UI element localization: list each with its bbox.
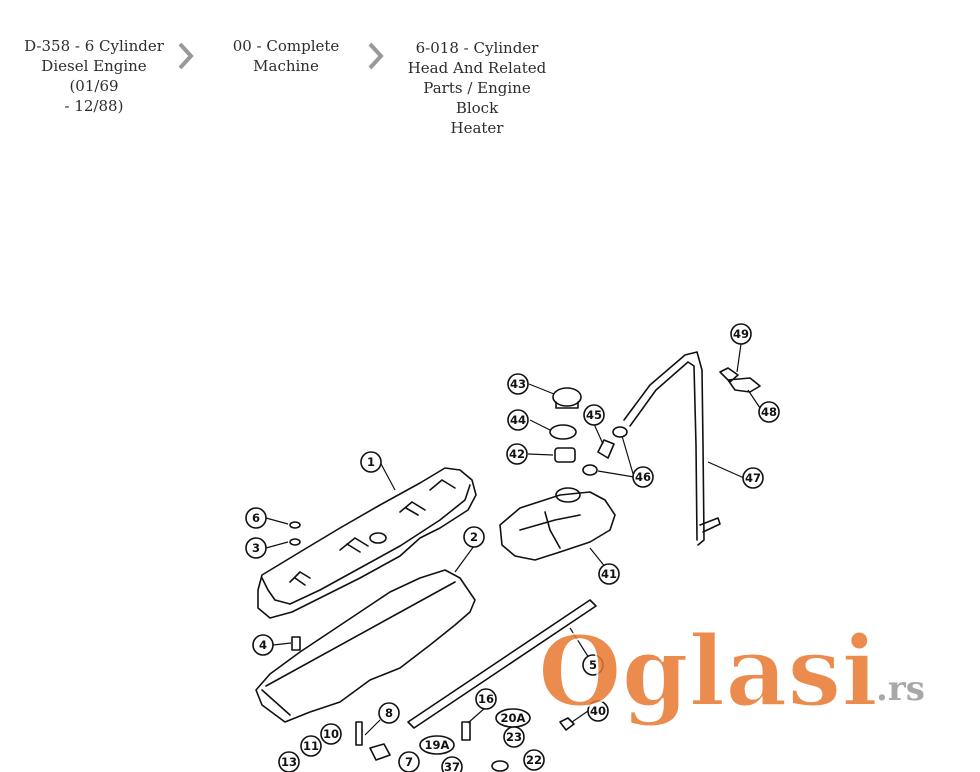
svg-text:37: 37: [444, 760, 460, 772]
callout-37[interactable]: 37: [441, 756, 463, 772]
breadcrumb-item-engine[interactable]: D-358 - 6 Cylinder Diesel Engine (01/69 …: [24, 37, 164, 115]
svg-text:8: 8: [385, 706, 393, 720]
svg-text:10: 10: [323, 727, 339, 741]
cap-base-part: [555, 401, 579, 409]
tube-bracket-part: [699, 517, 721, 533]
callout-22[interactable]: 22: [523, 749, 545, 771]
callout-2[interactable]: 2: [463, 526, 485, 548]
callout-10[interactable]: 10: [320, 723, 342, 745]
callout-47[interactable]: 47: [742, 467, 764, 489]
svg-text:42: 42: [509, 447, 525, 461]
leader-lines: [265, 343, 761, 736]
callout-20a[interactable]: 20A: [495, 708, 531, 728]
breather-housing-part: [499, 491, 616, 561]
svg-text:46: 46: [635, 470, 651, 484]
callout-6[interactable]: 6: [245, 507, 267, 529]
callout-49[interactable]: 49: [730, 323, 752, 345]
svg-text:45: 45: [586, 408, 602, 422]
svg-text:41: 41: [601, 567, 617, 581]
chevron-right-icon: [178, 42, 194, 70]
breadcrumb-item-cylinder-head[interactable]: 6-018 - Cylinder Head And Related Parts …: [407, 39, 547, 137]
callout-1[interactable]: 1: [360, 451, 382, 473]
breather-neck-part: [555, 487, 581, 503]
svg-text:40: 40: [590, 704, 606, 718]
bolt-part: [291, 636, 301, 651]
svg-text:22: 22: [526, 753, 542, 767]
svg-text:44: 44: [510, 413, 526, 427]
svg-text:23: 23: [506, 730, 522, 744]
svg-text:4: 4: [259, 638, 267, 652]
washer-part: [289, 538, 301, 546]
svg-text:6: 6: [252, 511, 260, 525]
svg-text:7: 7: [405, 755, 413, 769]
svg-text:43: 43: [510, 377, 526, 391]
svg-text:20A: 20A: [501, 711, 526, 725]
svg-text:13: 13: [281, 755, 297, 769]
svg-text:16: 16: [478, 692, 494, 706]
svg-text:48: 48: [761, 405, 777, 419]
svg-text:5: 5: [589, 658, 597, 672]
valve-cover-part: [257, 467, 477, 619]
callout-42[interactable]: 42: [506, 443, 528, 465]
callout-41[interactable]: 41: [598, 563, 620, 585]
gasket-part: [255, 569, 476, 723]
callout-13[interactable]: 13: [278, 751, 300, 772]
chevron-right-icon: [368, 42, 384, 70]
callout-40[interactable]: 40: [587, 700, 609, 722]
callout-44[interactable]: 44: [507, 409, 529, 431]
clamp-part: [582, 464, 598, 476]
callout-46[interactable]: 46: [632, 466, 654, 488]
svg-text:49: 49: [733, 327, 749, 341]
washer-part: [289, 521, 301, 529]
svg-text:2: 2: [470, 530, 478, 544]
callout-3[interactable]: 3: [245, 537, 267, 559]
clamp-part: [612, 426, 628, 438]
callout-16[interactable]: 16: [475, 688, 497, 710]
breadcrumb-item-machine[interactable]: 00 - Complete Machine: [232, 37, 340, 75]
breather-tube-part: [623, 351, 705, 546]
svg-text:47: 47: [745, 471, 761, 485]
callout-19a[interactable]: 19A: [419, 735, 455, 755]
breadcrumb: D-358 - 6 Cylinder Diesel Engine (01/69 …: [18, 36, 578, 137]
callout-5[interactable]: 5: [582, 654, 604, 676]
callout-11[interactable]: 11: [300, 735, 322, 757]
svg-text:1: 1: [367, 455, 375, 469]
callout-43[interactable]: 43: [507, 373, 529, 395]
filter-part: [554, 447, 576, 463]
cap-part: [491, 760, 509, 772]
nut-part: [559, 717, 575, 731]
bolt-part: [355, 721, 363, 746]
cap-part: [552, 387, 582, 407]
svg-text:11: 11: [303, 739, 319, 753]
svg-text:19A: 19A: [425, 738, 450, 752]
callout-23[interactable]: 23: [503, 726, 525, 748]
tube-part: [407, 599, 597, 729]
callout-8[interactable]: 8: [378, 702, 400, 724]
svg-text:Oglasi: Oglasi: [538, 615, 878, 728]
watermark-logo: Oglasi .rs: [537, 614, 925, 729]
clip-part: [719, 367, 761, 393]
seal-ring-part: [549, 424, 577, 440]
callout-45[interactable]: 45: [583, 404, 605, 426]
bracket-part: [369, 743, 391, 761]
callout-7[interactable]: 7: [398, 751, 420, 772]
connector-part: [597, 439, 615, 459]
callout-48[interactable]: 48: [758, 401, 780, 423]
callout-4[interactable]: 4: [252, 634, 274, 656]
svg-text:.rs: .rs: [876, 669, 925, 709]
svg-text:3: 3: [252, 541, 260, 555]
stud-part: [461, 721, 471, 741]
